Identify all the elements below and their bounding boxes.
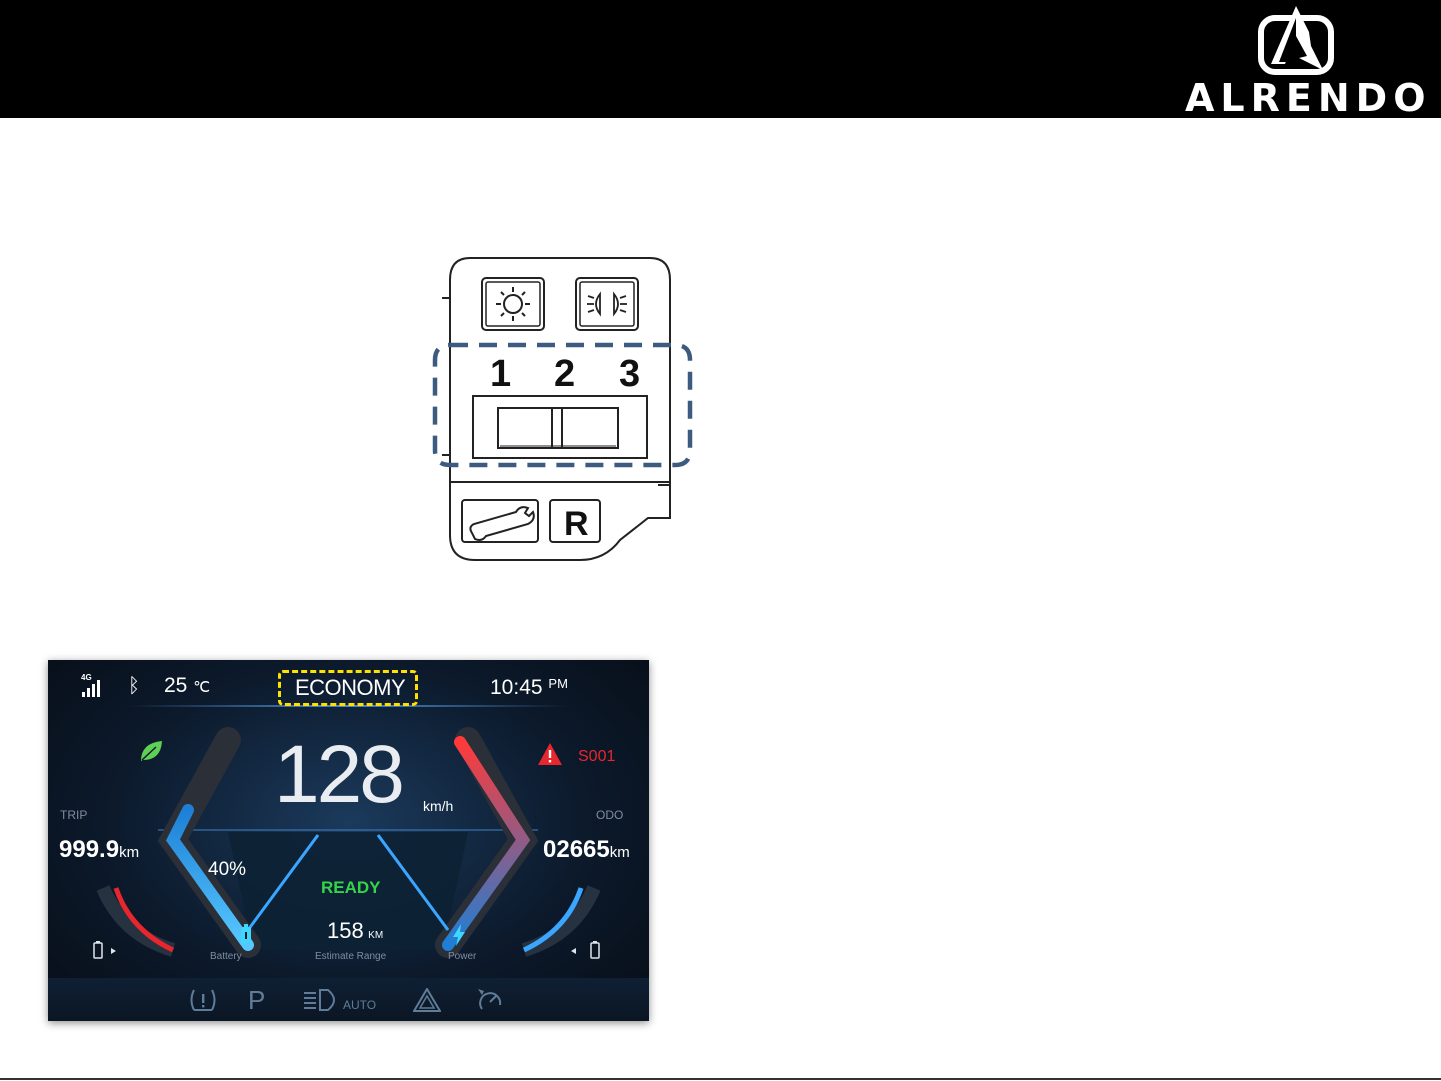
clock-time: 10:45 <box>490 676 543 699</box>
battery-label: Battery <box>210 951 242 962</box>
range-value: 158 <box>327 918 364 943</box>
tire-pressure-icon <box>188 987 218 1018</box>
trip-value: 999.9 <box>59 836 119 863</box>
position-2-label: 2 <box>554 353 575 395</box>
left-small-battery-icon <box>93 941 117 966</box>
clock-suffix: PM <box>548 676 568 691</box>
speed-unit: km/h <box>423 798 453 814</box>
warning-code: S001 <box>578 748 615 766</box>
power-label: Power <box>448 951 476 962</box>
battery-icon <box>240 924 252 949</box>
auto-headlight-label: AUTO <box>343 998 376 1012</box>
trip-readout: 999.9km <box>59 836 139 864</box>
hazard-icon <box>413 988 441 1017</box>
temperature-unit: ℃ <box>193 679 210 696</box>
odo-label: ODO <box>596 808 623 822</box>
brand-mark-icon <box>1251 6 1341 76</box>
instrument-cluster-display: 4G ᛒ 25 ℃ ECONOMY 10:45 PM 128 km/h S001… <box>48 660 649 1021</box>
park-indicator: P <box>248 985 265 1016</box>
trip-unit: km <box>119 844 139 861</box>
right-small-battery-icon <box>570 941 600 966</box>
range-label: Estimate Range <box>315 951 386 962</box>
trip-label: TRIP <box>60 808 87 822</box>
drive-mode-label: ECONOMY <box>295 675 405 701</box>
brand-name: ALRENDO <box>1185 76 1405 120</box>
battery-percent: 40% <box>208 859 246 881</box>
range-readout: 158 KM <box>327 918 383 944</box>
reverse-label: R <box>564 505 589 543</box>
header-bar: ALRENDO <box>0 0 1441 118</box>
clock-readout: 10:45 PM <box>490 676 568 700</box>
odo-unit: km <box>610 844 630 861</box>
footer-divider <box>0 1078 1441 1080</box>
cruise-control-icon <box>476 987 504 1018</box>
light-button[interactable] <box>482 278 544 330</box>
signal-type: 4G <box>81 673 92 682</box>
position-1-label: 1 <box>490 353 511 395</box>
odo-readout: 02665km <box>543 836 630 864</box>
bluetooth-icon: ᛒ <box>128 675 140 698</box>
temperature-readout: 25 ℃ <box>164 674 210 698</box>
beam-button[interactable] <box>576 278 638 330</box>
brand-logo: ALRENDO <box>1185 6 1405 116</box>
range-unit: KM <box>368 930 383 941</box>
odo-value: 02665 <box>543 836 610 863</box>
reverse-button[interactable]: R <box>550 500 600 543</box>
speed-value: 128 <box>274 734 402 816</box>
auto-headlight-icon <box>304 988 348 1017</box>
control-panel-diagram: 1 2 3 R <box>430 250 700 570</box>
ready-status: READY <box>321 878 381 898</box>
temperature-value: 25 <box>164 674 187 697</box>
service-button[interactable] <box>462 500 538 542</box>
eco-leaf-icon <box>138 738 164 769</box>
position-3-label: 3 <box>619 353 640 395</box>
mode-rocker-switch[interactable] <box>473 396 647 458</box>
warning-triangle-icon <box>537 742 563 771</box>
power-bolt-icon <box>452 924 466 951</box>
